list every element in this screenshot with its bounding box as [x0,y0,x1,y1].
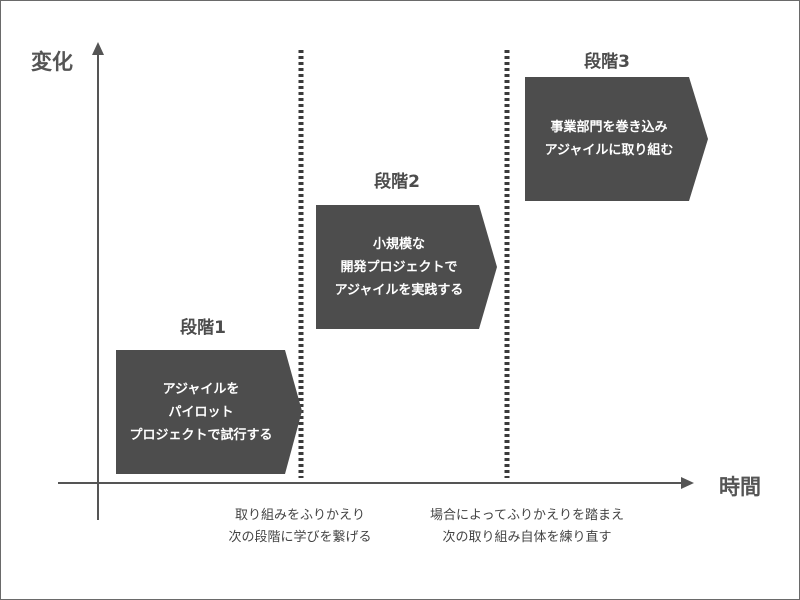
stage-2-line-3: アジャイルを実践する [334,282,464,298]
stage-1-arrow-shape [116,350,302,474]
x-axis-label: 時間 [719,475,761,499]
divider-1-note-line-2: 次の段階に学びを繋げる [228,530,372,545]
stage-2-title: 段階2 [374,172,420,192]
stage-3-arrow-shape [525,77,708,201]
y-axis-arrowhead [92,42,104,55]
divider-2-note-line-1: 場合によってふりかえりを踏まえ [430,508,624,523]
stage-3-line-2: アジャイルに取り組む [544,143,674,158]
stage-3-arrow-text: 事業部門を巻き込み アジャイルに取り組む [525,77,693,201]
divider-1-note-line-1: 取り組みをふりかえり [234,508,365,523]
stage-2-arrow-text: 小規模な 開発プロジェクトで アジャイルを実践する [316,205,482,329]
stage-1-line-1: アジャイルを [162,381,240,397]
stage-1-line-2: パイロット [168,404,234,420]
divider-2-note: 場合によってふりかえりを踏まえ 次の取り組み自体を練り直す [407,505,647,549]
stage-2-line-1: 小規模な [372,236,425,252]
divider-2-note-line-2: 次の取り組み自体を練り直す [442,530,612,545]
y-axis-label: 変化 [31,50,73,74]
stage-2-arrow-shape [316,205,497,329]
stage-3-line-1: 事業部門を巻き込み [550,120,668,135]
stage-1-line-3: プロジェクトで試行する [129,427,273,443]
stage-2-line-2: 開発プロジェクトで [340,259,458,275]
stage-3-title: 段階3 [584,52,630,72]
x-axis-arrowhead [681,477,694,489]
stage-1-arrow-text: アジャイルを パイロット プロジェクトで試行する [116,350,286,474]
divider-1-note: 取り組みをふりかえり 次の段階に学びを繋げる [210,505,390,549]
stage-1-title: 段階1 [180,318,226,338]
